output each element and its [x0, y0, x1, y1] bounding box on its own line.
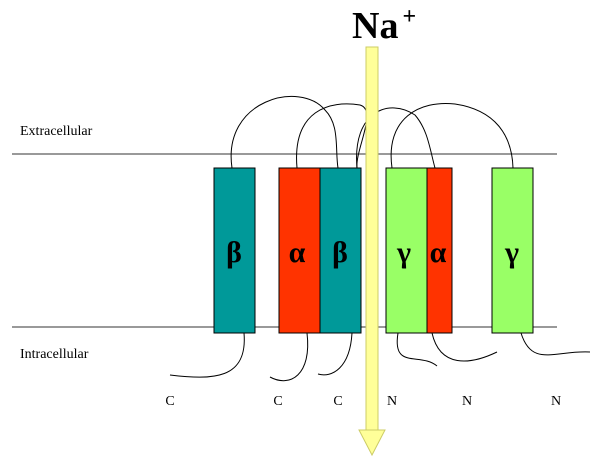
tail-alpha2 — [431, 332, 498, 362]
terminus-label-2: C — [273, 394, 282, 409]
tail-gamma1 — [396, 332, 438, 367]
terminus-label-6: N — [551, 394, 561, 409]
subunit-beta-1 — [213, 167, 256, 334]
extracellular-loops — [230, 95, 514, 169]
subunit-label-beta-2: β — [332, 236, 348, 269]
tail-alpha1 — [269, 332, 309, 382]
terminus-label-5: N — [462, 394, 472, 409]
intracellular-tails — [169, 332, 591, 382]
subunit-label-beta-1: β — [226, 236, 242, 269]
subunit-beta-2 — [319, 167, 362, 334]
loop-beta2-gamma1 — [356, 107, 436, 169]
subunit-label-gamma-1: γ — [396, 236, 411, 269]
arrow-shaft — [365, 46, 379, 433]
ion-symbol: Na — [352, 5, 398, 47]
subunit-label-alpha-2: α — [430, 236, 447, 269]
tail-gamma2 — [520, 332, 591, 356]
subunit-alpha-2 — [426, 167, 453, 334]
subunits: β α β γ α γ — [213, 167, 534, 334]
termini-labels: C C C N N N — [165, 394, 561, 409]
terminus-label-1: C — [165, 394, 174, 409]
tail-beta2 — [317, 332, 353, 376]
ion-flow-arrow — [358, 46, 386, 457]
loop-gamma1-gamma2 — [390, 102, 514, 169]
tail-beta1 — [169, 332, 245, 378]
ion-label: Na + — [352, 4, 416, 47]
ion-charge: + — [402, 4, 416, 30]
extracellular-label: Extracellular — [20, 124, 93, 139]
terminus-label-4: N — [387, 394, 397, 409]
intracellular-label: Intracellular — [20, 347, 89, 362]
terminus-label-3: C — [333, 394, 342, 409]
loop-beta1-alpha1 — [230, 95, 339, 169]
subunit-label-gamma-2: γ — [504, 236, 519, 269]
subunit-gamma-1 — [385, 167, 428, 334]
arrow-head — [358, 429, 386, 457]
subunit-gamma-2 — [491, 167, 534, 334]
loop-alpha1-beta2 — [296, 103, 368, 169]
subunit-label-alpha-1: α — [289, 236, 306, 269]
